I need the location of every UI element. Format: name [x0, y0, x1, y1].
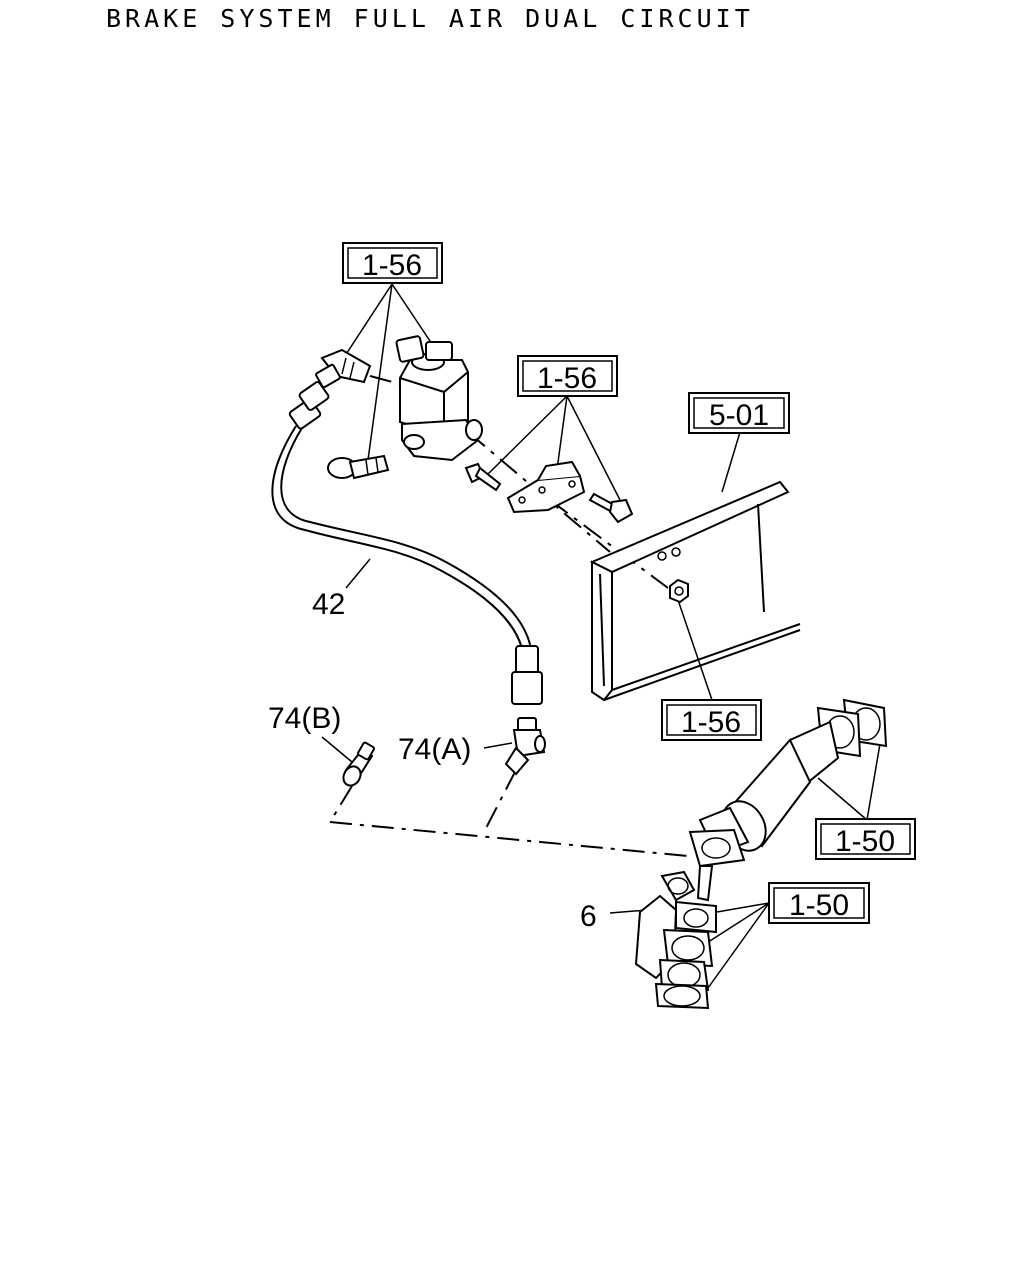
part-label-74a: 74(A) [398, 733, 471, 766]
ref-label-1-50-flange: 1-50 [835, 825, 895, 858]
ref-box-5-01: 5-01 [688, 392, 790, 434]
relay-valve [315, 335, 483, 480]
frame-rail [589, 480, 801, 702]
ref-label-1-56-nut: 1-56 [681, 706, 741, 739]
part-label-6: 6 [580, 900, 597, 933]
part-label-74b: 74(B) [268, 702, 341, 735]
air-hose [271, 381, 543, 705]
ref-box-1-56-bracket: 1-56 [517, 355, 618, 397]
ref-box-1-50-gaskets: 1-50 [768, 882, 870, 924]
leader-lines [321, 283, 883, 989]
ref-label-5-01: 5-01 [709, 399, 769, 432]
connector-74b [342, 741, 375, 787]
page-title: BRAKE SYSTEM FULL AIR DUAL CIRCUIT [106, 4, 754, 33]
connection-lines [329, 375, 741, 857]
ref-box-1-56-nut: 1-56 [661, 699, 762, 741]
ref-label-1-56-top: 1-56 [362, 249, 422, 282]
ref-box-1-50-flange: 1-50 [815, 818, 916, 860]
valve-bracket [464, 460, 634, 524]
ref-label-1-50-gaskets: 1-50 [789, 889, 849, 922]
ref-label-1-56-bracket: 1-56 [537, 362, 597, 395]
exhaust-pipe [634, 698, 888, 1010]
part-label-42: 42 [312, 588, 345, 621]
ref-box-1-56-top: 1-56 [342, 242, 443, 284]
connector-74a [504, 717, 546, 776]
